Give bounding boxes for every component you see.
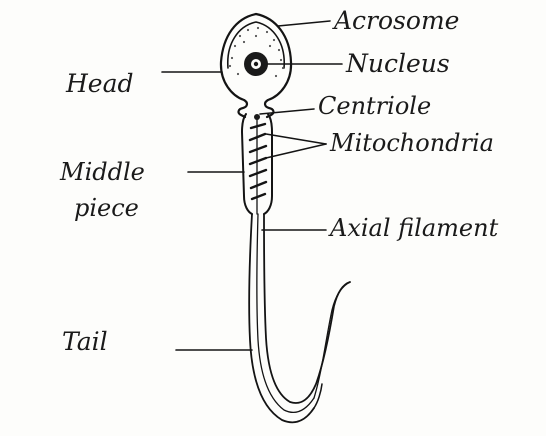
label-middle-piece-2: piece xyxy=(74,194,139,222)
mitochondria-leader-1 xyxy=(266,134,326,144)
centriole-dot xyxy=(254,114,260,120)
labels: Acrosome Nucleus Head Centriole Mitochon… xyxy=(59,6,499,356)
label-head: Head xyxy=(65,69,134,98)
label-centriole: Centriole xyxy=(318,92,431,120)
mitochondria-spiral xyxy=(250,124,266,199)
label-mitochondria: Mitochondria xyxy=(329,129,494,157)
label-middle-piece-1: Middle xyxy=(59,158,145,186)
label-axial-filament: Axial filament xyxy=(328,214,499,242)
tail-outer-left xyxy=(249,214,314,422)
acrosome-leader xyxy=(278,21,330,26)
tail-outer-right xyxy=(264,214,350,403)
label-acrosome: Acrosome xyxy=(332,6,459,35)
label-tail: Tail xyxy=(62,327,108,356)
mitochondria-leader-2 xyxy=(266,144,326,158)
tail-inner-tip xyxy=(314,282,350,398)
nucleus-core xyxy=(254,62,258,66)
label-nucleus: Nucleus xyxy=(345,49,450,78)
centriole-leader xyxy=(260,109,314,114)
